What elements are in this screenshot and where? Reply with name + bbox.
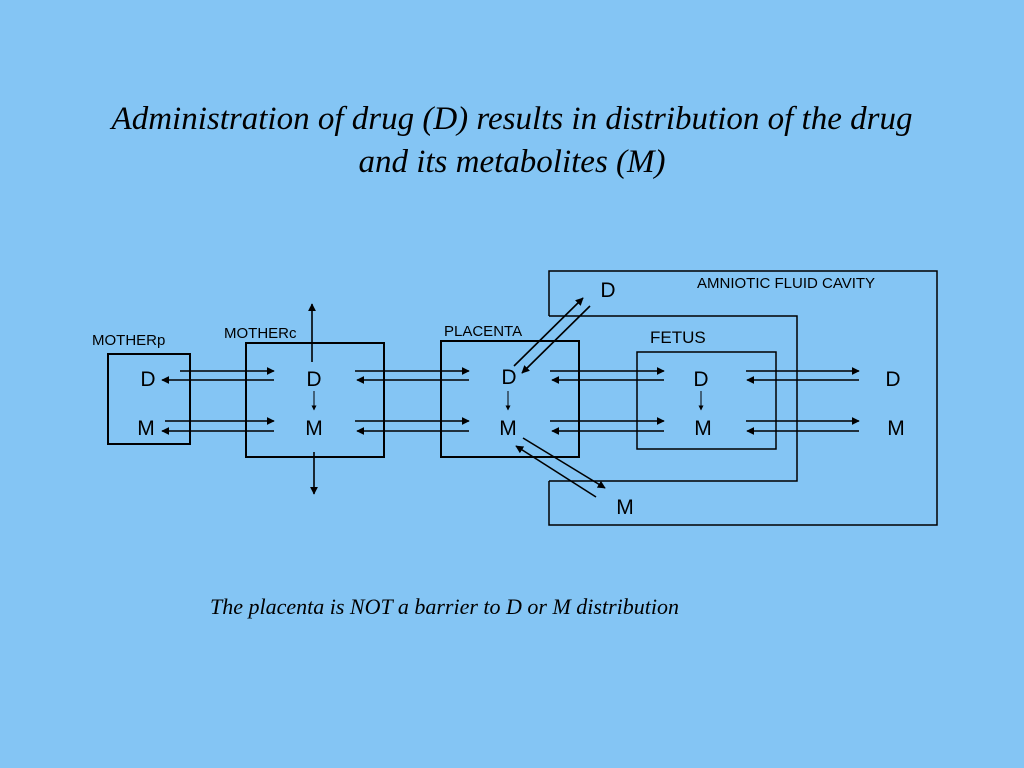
arrow-m-placenta-to-amniotic-lower [522,437,606,489]
mother-p-label: MOTHERp [92,332,165,349]
placenta-metabolite: M [499,417,517,440]
fetus-drug: D [693,368,708,391]
placenta-drug: D [501,366,516,389]
placenta-box [440,340,580,458]
mother-p-drug: D [140,368,155,391]
mother-p-box [107,353,191,445]
amniotic-lower-metabolite: M [616,496,634,519]
fetus-label: FETUS [650,328,706,347]
amniotic-metabolite: M [887,417,905,440]
fetus-box [636,351,777,450]
amniotic-label: AMNIOTIC FLUID CAVITY [697,275,875,292]
fetal-boundary-outline [549,315,798,482]
slide-title: Administration of drug (D) results in di… [40,98,984,184]
amniotic-cavity-outline [548,270,938,526]
amniotic-upper-drug: D [600,279,615,302]
mother-c-box [245,342,385,458]
slide-caption: The placenta is NOT a barrier to D or M … [210,594,679,619]
arrow-d-placenta-to-amniotic-upper [513,297,584,367]
mother-c-label: MOTHERc [224,325,297,342]
mother-p-metabolite: M [137,417,155,440]
fetus-metabolite: M [694,417,712,440]
mother-c-metabolite: M [305,417,323,440]
slide-title-line-1: Administration of drug (D) results in di… [111,101,913,137]
amniotic-drug: D [885,368,900,391]
mother-c-drug: D [306,368,321,391]
arrows-group [161,297,860,498]
arrow-m-amniotic-lower-to-placenta [515,445,597,498]
arrow-d-amniotic-upper-to-placenta [521,305,591,374]
placenta-label: PLACENTA [444,323,522,340]
slide-title-line-2: and its metabolites (M) [358,144,666,180]
